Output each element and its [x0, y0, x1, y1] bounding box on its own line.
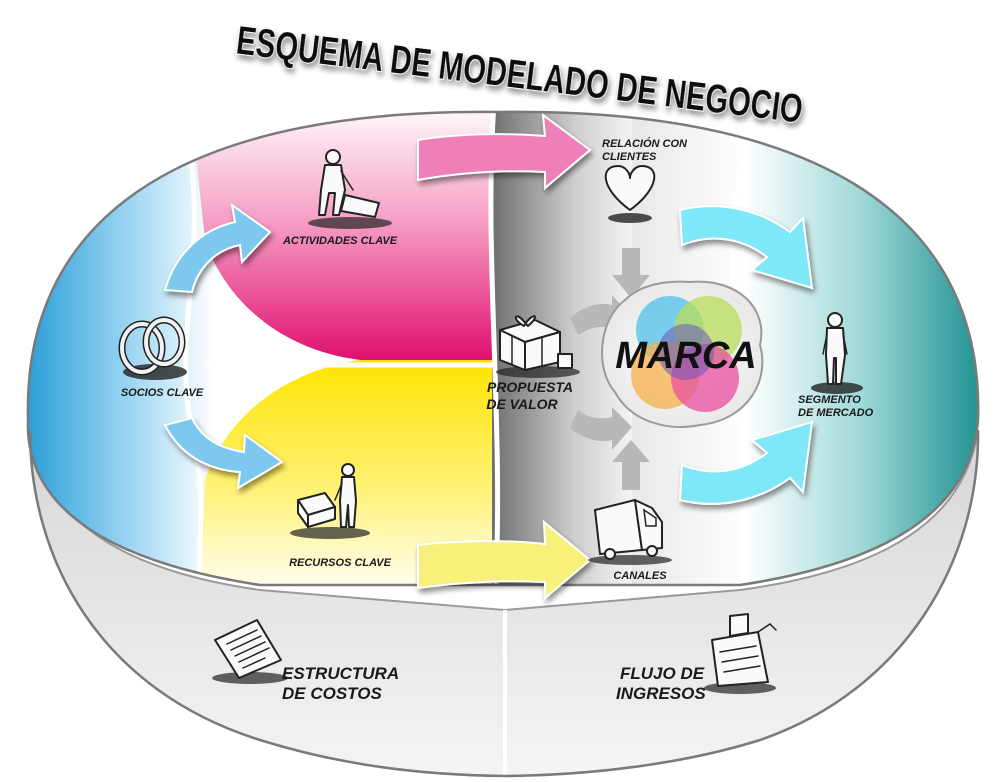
label-relacion-line1: RELACIÓN CON [602, 137, 688, 150]
label-segmento-line2: DE MERCADO [798, 407, 874, 419]
label-ingresos-line1: FLUJO DE [620, 664, 705, 683]
arrow-recursos-to-canales [417, 519, 592, 601]
label-relacion-line2: CLIENTES [602, 151, 657, 163]
marca-brand-center[interactable]: MARCA [601, 280, 764, 428]
truck-icon [588, 499, 672, 565]
arrow-socios-to-recursos [163, 416, 284, 490]
label-socios-clave: SOCIOS CLAVE [121, 387, 204, 399]
arrow-relacion-to-segmento [678, 205, 814, 290]
label-ingresos-line2: INGRESOS [616, 684, 706, 703]
arrow-propuesta-to-marca-bottom [570, 407, 632, 450]
flow-arrows [163, 112, 814, 601]
document-icon [212, 619, 288, 684]
arrow-actividades-to-relacion [417, 112, 592, 191]
heart-icon [604, 165, 656, 223]
label-propuesta-line1: PROPUESTA [487, 379, 573, 395]
worker-cart-icon [290, 463, 370, 539]
arrow-relacion-to-marca [612, 248, 650, 298]
label-costos-line2: DE COSTOS [282, 684, 382, 703]
arrow-canales-to-segmento [678, 420, 814, 505]
person-standing-icon [811, 312, 863, 394]
label-recursos-clave: RECURSOS CLAVE [289, 557, 392, 569]
arrow-canales-to-marca [612, 440, 650, 490]
label-actividades-clave: ACTIVIDADES CLAVE [282, 235, 398, 247]
egg-outline [26, 110, 980, 587]
marca-label: MARCA [615, 335, 756, 377]
label-segmento-line1: SEGMENTO [798, 394, 861, 406]
cash-register-icon [704, 613, 777, 694]
label-canales: CANALES [613, 570, 667, 582]
gift-box-icon [496, 315, 580, 378]
rings-icon [118, 316, 187, 380]
arrow-socios-to-actividades [163, 202, 272, 294]
worker-cleaning-icon [308, 149, 392, 229]
label-costos-line1: ESTRUCTURA [282, 664, 399, 683]
label-propuesta-line2: DE VALOR [486, 396, 558, 412]
